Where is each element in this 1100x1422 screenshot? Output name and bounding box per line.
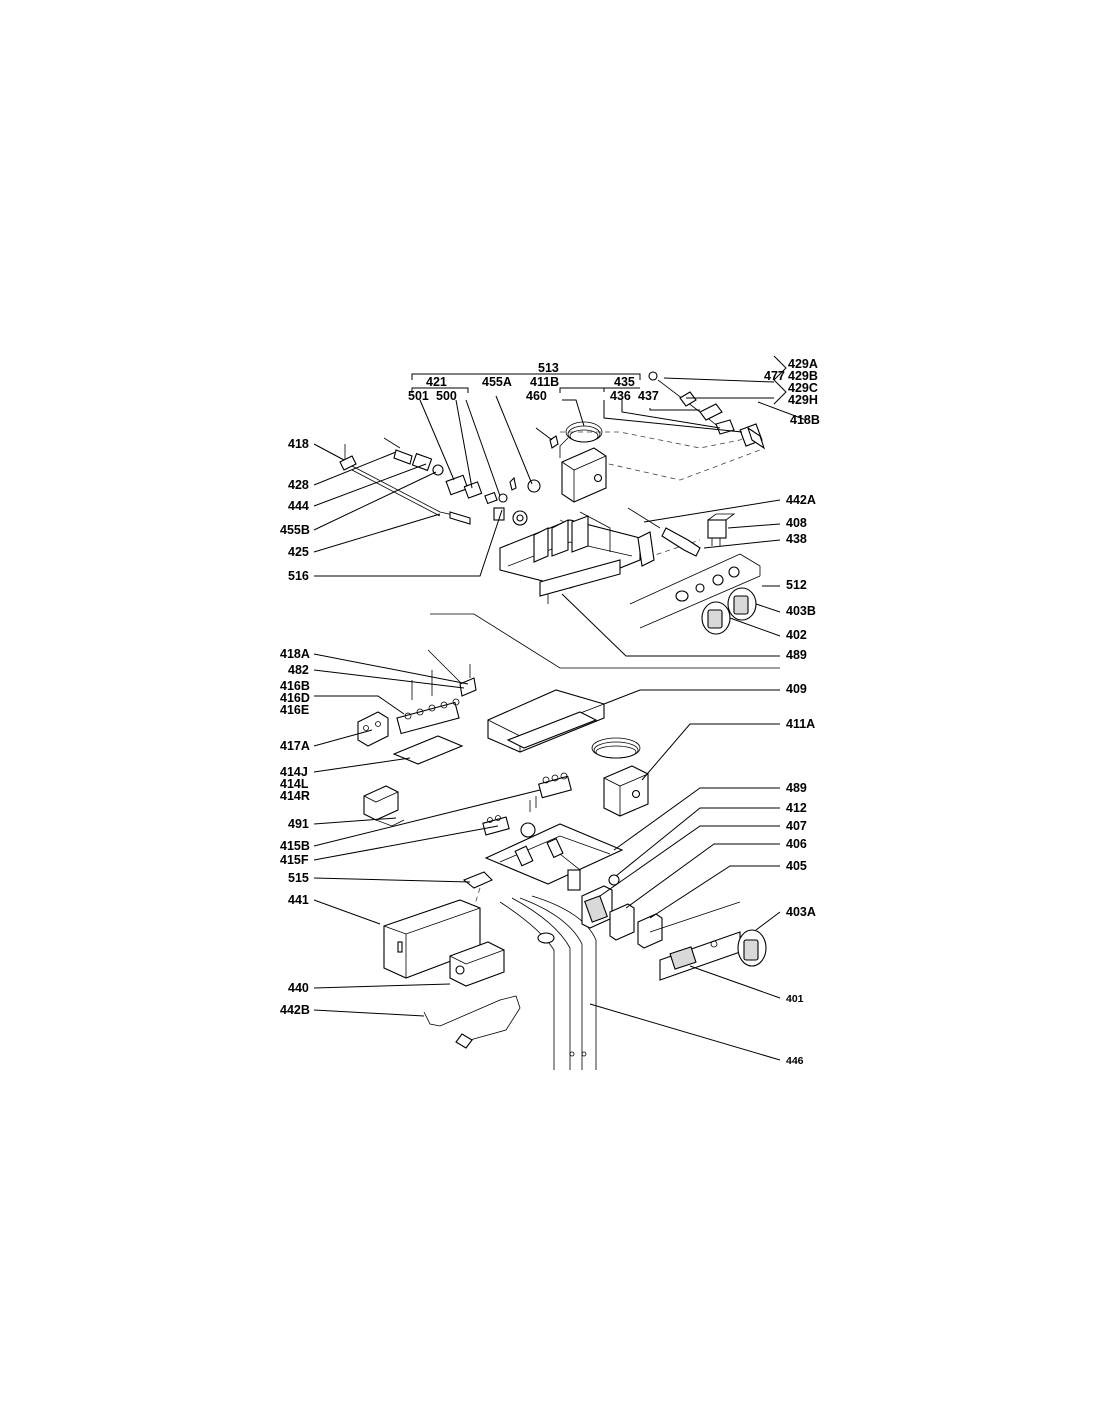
- label-436: 436: [610, 389, 631, 403]
- label-501: 501: [408, 389, 429, 403]
- label-411B: 411B: [530, 375, 559, 389]
- label-411A: 411A: [786, 717, 815, 731]
- lower-assembly: [357, 613, 780, 1070]
- label-401: 401: [786, 993, 804, 1005]
- label-482: 482: [288, 663, 309, 677]
- label-406: 406: [786, 837, 807, 851]
- label-418: 418: [288, 437, 309, 451]
- label-446: 446: [786, 1055, 804, 1067]
- label-429H: 429H: [788, 393, 818, 407]
- label-477: 477: [764, 369, 785, 383]
- label-417A: 417A: [280, 739, 310, 753]
- label-416E: 416E: [280, 703, 309, 717]
- leader-lines: [313, 377, 807, 1061]
- label-441: 441: [288, 893, 309, 907]
- label-428: 428: [288, 478, 309, 492]
- label-429B: 429B: [788, 369, 818, 383]
- label-500: 500: [436, 389, 457, 403]
- upper-assembly: [339, 371, 766, 635]
- label-440: 440: [288, 981, 309, 995]
- label-429C: 429C: [788, 381, 818, 395]
- label-442B: 442B: [280, 1003, 310, 1017]
- label-438: 438: [786, 532, 807, 546]
- label-418A: 418A: [280, 647, 310, 661]
- label-489-upper: 489: [786, 648, 807, 662]
- label-418B: 418B: [790, 413, 820, 427]
- label-489-lower: 489: [786, 781, 807, 795]
- label-414L: 414L: [280, 777, 309, 791]
- label-425: 425: [288, 545, 309, 559]
- label-421: 421: [426, 375, 447, 389]
- label-455B: 455B: [280, 523, 310, 537]
- label-435: 435: [614, 375, 635, 389]
- label-513: 513: [538, 361, 559, 375]
- label-403B: 403B: [786, 604, 816, 618]
- label-409: 409: [786, 682, 807, 696]
- label-415F: 415F: [280, 853, 309, 867]
- label-408: 408: [786, 516, 807, 530]
- label-414J: 414J: [280, 765, 308, 779]
- label-515: 515: [288, 871, 309, 885]
- label-437: 437: [638, 389, 659, 403]
- label-416D: 416D: [280, 691, 310, 705]
- label-405: 405: [786, 859, 807, 873]
- label-455A: 455A: [482, 375, 512, 389]
- header-brackets: [411, 355, 787, 405]
- label-416B: 416B: [280, 679, 310, 693]
- label-407: 407: [786, 819, 807, 833]
- label-516: 516: [288, 569, 309, 583]
- label-512: 512: [786, 578, 807, 592]
- label-460: 460: [526, 389, 547, 403]
- label-444: 444: [288, 499, 309, 513]
- label-491: 491: [288, 817, 309, 831]
- label-412: 412: [786, 801, 807, 815]
- label-402: 402: [786, 628, 807, 642]
- label-414R: 414R: [280, 789, 310, 803]
- label-429A: 429A: [788, 357, 818, 371]
- label-442A: 442A: [786, 493, 816, 507]
- label-403A: 403A: [786, 905, 816, 919]
- label-415B: 415B: [280, 839, 310, 853]
- part-labels: 513 421 411B 455A 435 501 500 460 436 43…: [280, 357, 820, 1067]
